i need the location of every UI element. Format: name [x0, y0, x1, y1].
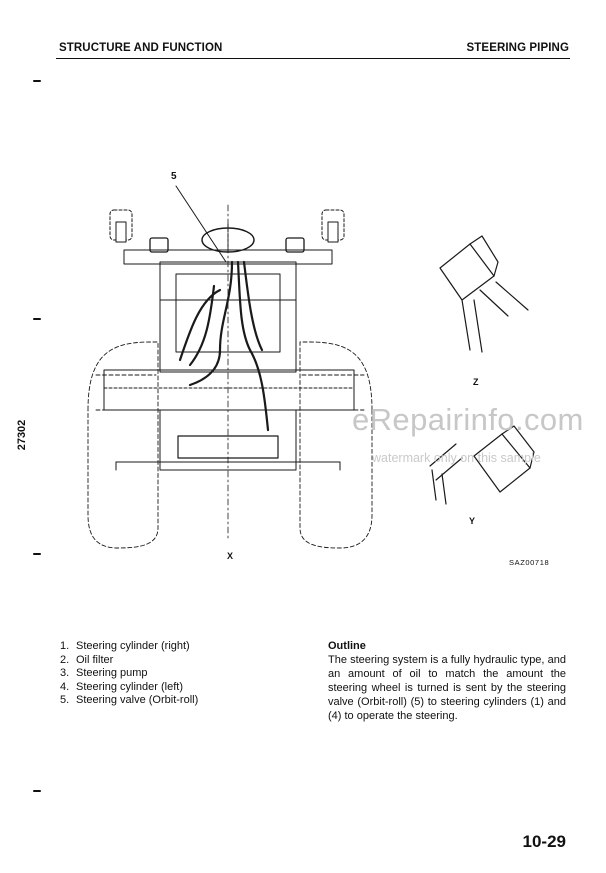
hydraulic-hoses: [178, 260, 270, 432]
outline-heading: Outline: [328, 640, 366, 652]
front-lights: [109, 209, 345, 253]
list-item: 4.Steering cylinder (left): [60, 680, 183, 693]
frame: [103, 249, 355, 471]
margin-tick: [33, 553, 41, 555]
callout-leader: [175, 185, 227, 263]
view-label-x: X: [227, 551, 234, 561]
list-item: 3.Steering pump: [60, 667, 148, 679]
view-label-z: Z: [473, 377, 479, 387]
watermark-text: eRepairinfo.com: [352, 402, 584, 437]
view-y-parts: [429, 425, 535, 505]
drawing-code: SAZ00718: [509, 558, 550, 567]
watermark-subtext: watermark only on this sample: [372, 451, 541, 465]
list-item: 1.Steering cylinder (right): [60, 640, 190, 652]
callout-number: 5: [171, 171, 177, 182]
parts-list: 1.Steering cylinder (right) 2.Oil filter…: [60, 640, 198, 708]
topic-title: STEERING PIPING: [466, 42, 569, 54]
margin-tick: [33, 790, 41, 792]
section-title: STRUCTURE AND FUNCTION: [59, 42, 223, 54]
view-z-parts: [439, 235, 529, 353]
view-label-y: Y: [469, 516, 476, 526]
wheels: [87, 341, 373, 549]
list-item: 2.Oil filter: [60, 653, 114, 666]
list-item: 5.Steering valve (Orbit-roll): [60, 694, 199, 706]
margin-tick: [33, 80, 41, 82]
outline-paragraph: The steering system is a fully hydraulic…: [328, 654, 566, 722]
margin-tick: [33, 318, 41, 320]
header-rule: [56, 58, 570, 59]
page-number: 10-29: [522, 832, 566, 851]
